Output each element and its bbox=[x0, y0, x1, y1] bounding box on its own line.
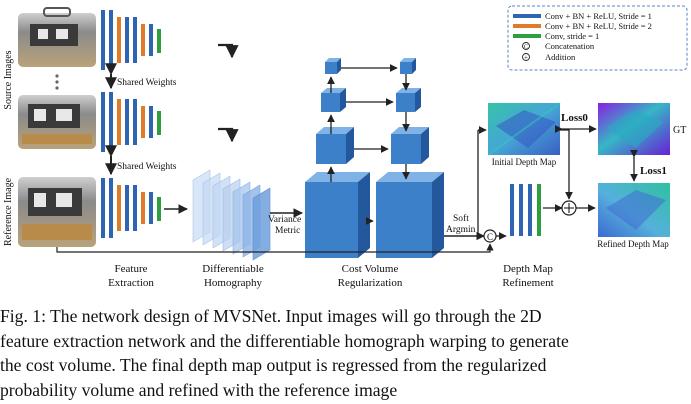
legend-conv3-label: Conv, stride = 1 bbox=[545, 31, 599, 41]
initial-depth-map bbox=[487, 102, 561, 156]
source-image-1 bbox=[18, 7, 96, 67]
reference-image-label: Reference Image bbox=[3, 177, 14, 246]
figure-caption: Fig. 1: The network design of MVSNet. In… bbox=[0, 304, 691, 404]
cost-volume-cube-left-small bbox=[321, 88, 346, 112]
homography-planes bbox=[192, 169, 271, 261]
stage-homography-label-1: Differentiable bbox=[202, 263, 264, 275]
arrow-initial-to-add bbox=[560, 129, 573, 200]
ground-truth-map bbox=[598, 103, 670, 155]
regularization-arrows bbox=[327, 64, 410, 225]
legend-conv1-label: Conv + BN + ReLU, Stride = 1 bbox=[545, 11, 652, 21]
stage-cost-label-2: Regularization bbox=[338, 277, 403, 289]
refined-depth-map-label: Refined Depth Map bbox=[597, 239, 669, 249]
stage-feature-label-1: Feature bbox=[115, 263, 148, 275]
warp-hook-1 bbox=[218, 43, 239, 59]
cost-volume-cube-right-small bbox=[396, 88, 421, 112]
legend-swatch-conv1 bbox=[513, 14, 541, 18]
shared-weights-label-2: Shared Weights bbox=[117, 162, 177, 172]
feature-bars-reference bbox=[101, 178, 161, 238]
feature-bars-source-2 bbox=[101, 92, 161, 152]
legend-add-label: Addition bbox=[545, 52, 576, 62]
cost-volume-cube-left-medium bbox=[316, 127, 354, 164]
caption-line-2: feature extraction network and the diffe… bbox=[0, 330, 569, 351]
legend-swatch-conv3 bbox=[513, 34, 541, 38]
reference-skip-connection bbox=[56, 243, 494, 253]
source-images-label: Source Images bbox=[3, 50, 14, 109]
loss1-label: Loss1 bbox=[640, 165, 667, 177]
legend-concat-label: Concatenation bbox=[545, 41, 595, 51]
refined-depth-map bbox=[598, 183, 670, 237]
mvsnet-diagram: Source Images Reference Image bbox=[3, 5, 688, 289]
source-image-2 bbox=[18, 95, 96, 149]
caption-line-1: Fig. 1: The network design of MVSNet. In… bbox=[0, 306, 542, 326]
refinement-bars bbox=[510, 184, 541, 236]
loss0-label: Loss0 bbox=[561, 112, 588, 124]
concatenation-symbol: C bbox=[487, 232, 493, 242]
stage-cost-label-1: Cost Volume bbox=[342, 263, 399, 275]
initial-depth-map-label: Initial Depth Map bbox=[492, 157, 557, 167]
gt-label: GT bbox=[673, 125, 686, 136]
legend: Conv + BN + ReLU, Stride = 1 Conv + BN +… bbox=[507, 5, 688, 71]
legend-concat-symbol: C bbox=[524, 45, 528, 51]
stage-feature-label-2: Extraction bbox=[108, 277, 154, 289]
legend-add-icon bbox=[522, 53, 530, 61]
feature-bars-source-1 bbox=[101, 10, 161, 70]
stage-homography-label-2: Homography bbox=[204, 277, 263, 289]
soft-argmin-label-1: Soft bbox=[453, 213, 469, 224]
caption-line-3: the cost volume. The final depth map out… bbox=[0, 355, 547, 375]
reference-image bbox=[18, 177, 96, 247]
cost-volume-cube-left-large bbox=[305, 172, 370, 258]
cost-volume-cube-right-tiny bbox=[400, 58, 416, 74]
cost-volume-cube-right-medium bbox=[391, 127, 429, 164]
warp-hook-2 bbox=[218, 127, 239, 143]
legend-concat-icon bbox=[522, 42, 530, 50]
caption-line-4: probability volume and refined with the … bbox=[0, 379, 398, 400]
stage-refine-label-2: Refinement bbox=[502, 277, 553, 289]
variance-metric-label-2: Metric bbox=[275, 226, 300, 236]
cost-volume-cube-right-large bbox=[376, 172, 444, 258]
legend-conv2-label: Conv + BN + ReLU, Stride = 2 bbox=[545, 21, 652, 31]
variance-metric-label-1: Variance bbox=[268, 215, 301, 225]
stage-refine-label-1: Depth Map bbox=[503, 263, 553, 275]
legend-swatch-conv2 bbox=[513, 24, 541, 28]
cost-volume-cube-left-tiny bbox=[325, 58, 341, 74]
source-image-dots bbox=[55, 74, 59, 90]
legend-add-symbol: + bbox=[524, 54, 528, 62]
soft-argmin-label-2: Argmin bbox=[446, 225, 476, 235]
shared-weights-label-1: Shared Weights bbox=[117, 78, 177, 88]
